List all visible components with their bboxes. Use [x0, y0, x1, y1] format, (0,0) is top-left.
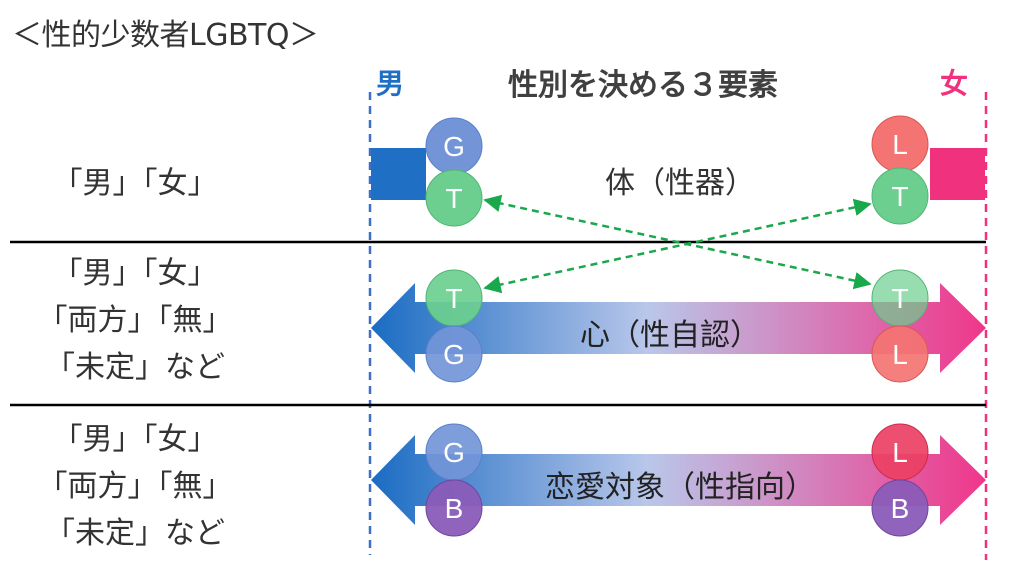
circle-letter: B [445, 493, 464, 524]
body-options: 「男」「女」 [0, 160, 270, 207]
circle-g-body-left: G [425, 117, 483, 175]
circle-letter: G [443, 131, 465, 162]
orientation-options: 「男」「女」 「両方」「無」 「未定」など [0, 416, 270, 557]
identity-option-line-1: 「男」「女」 [52, 256, 218, 291]
circle-t-body-right: T [871, 167, 929, 225]
circle-g-identity-left: G [425, 325, 483, 383]
identity-center-label: 心（性自認） [580, 318, 760, 353]
body-center-label: 体（性器） [605, 166, 755, 201]
diagram-title: 性別を決める３要素 [508, 68, 778, 103]
identity-option-line-3: 「未定」など [45, 350, 225, 385]
male-bar [371, 148, 426, 200]
circle-letter: B [891, 493, 910, 524]
circle-letter: G [443, 339, 465, 370]
circle-l-body-right: L [871, 115, 929, 173]
circle-letter: G [443, 437, 465, 468]
circle-b-orientation-right: B [871, 479, 929, 537]
orientation-option-line-1: 「男」「女」 [52, 422, 218, 457]
identity-option-line-2: 「両方」「無」 [37, 303, 233, 338]
circle-g-orientation-left: G [425, 423, 483, 481]
female-bar [930, 148, 985, 200]
circle-letter: T [445, 183, 462, 214]
dashed-cross-arrow-2 [483, 198, 872, 294]
circle-t-body-left: T [425, 169, 483, 227]
circle-letter: L [892, 339, 908, 370]
circle-l-identity-right: L [871, 325, 929, 383]
circle-t-identity-left: T [425, 269, 483, 327]
circle-b-orientation-left: B [425, 479, 483, 537]
female-label: 女 [940, 67, 969, 100]
orientation-center-label: 恋愛対象（性指向） [545, 470, 815, 505]
circle-letter: T [445, 283, 462, 314]
orientation-option-line-3: 「未定」など [45, 516, 225, 551]
orientation-option-line-2: 「両方」「無」 [37, 469, 233, 504]
circle-letter: L [892, 129, 908, 160]
circle-letter: T [891, 283, 908, 314]
body-option-line: 「男」「女」 [52, 166, 218, 201]
identity-arrow [371, 283, 986, 373]
circle-letter: T [891, 181, 908, 212]
page-title: ＜性的少数者LGBTQ＞ [12, 18, 319, 53]
circle-t-identity-right: T [871, 269, 929, 327]
orientation-arrow [371, 435, 986, 525]
identity-options: 「男」「女」 「両方」「無」 「未定」など [0, 250, 270, 391]
circle-letter: L [892, 437, 908, 468]
male-label: 男 [376, 67, 405, 100]
circle-l-orientation-right: L [871, 423, 929, 481]
